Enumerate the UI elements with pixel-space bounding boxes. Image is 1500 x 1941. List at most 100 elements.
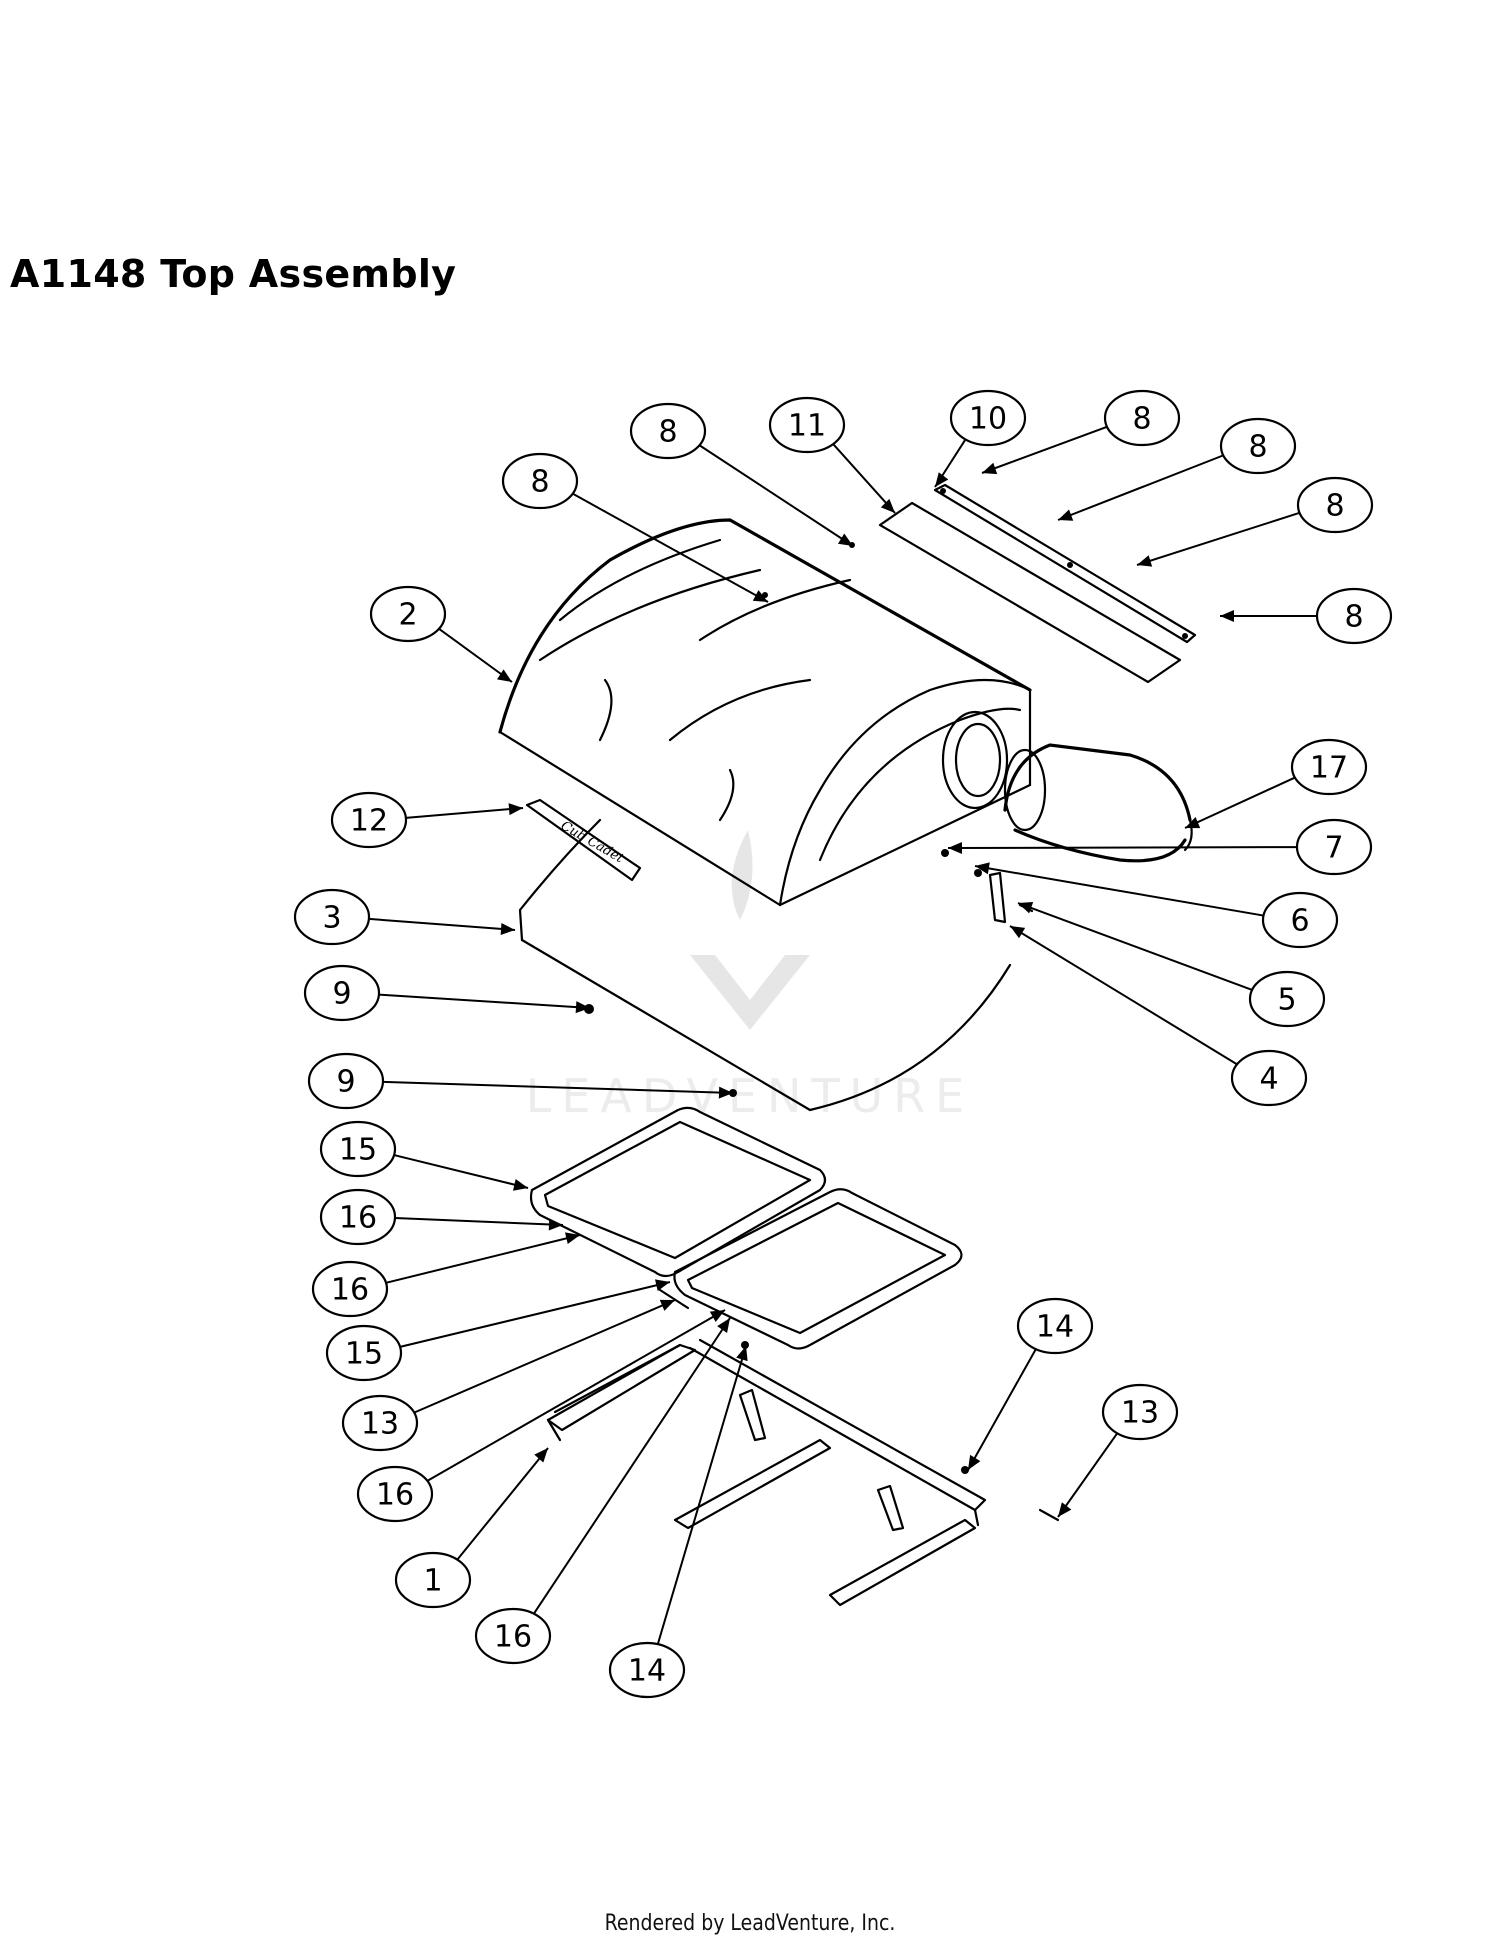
leader-c16d [533,1317,731,1615]
callout-balloon-shape [307,1052,385,1110]
part-11-panel [878,501,1182,684]
callout-c16b[interactable]: 16 [311,1260,389,1318]
leader-c15a [393,1154,529,1189]
callout-number: 15 [345,1337,383,1372]
callout-c5[interactable]: 5 [1248,970,1326,1028]
callout-balloon-shape [1101,1383,1179,1441]
leader-c6 [974,865,1264,917]
callout-c14b[interactable]: 14 [608,1641,686,1699]
leader-c9a [378,993,591,1009]
leader-lines [368,425,1317,1645]
callout-c8d[interactable]: 8 [1219,417,1297,475]
callout-c8e[interactable]: 8 [1296,476,1374,534]
callout-c1[interactable]: 1 [394,1551,472,1609]
callout-c16d[interactable]: 16 [474,1607,552,1665]
callout-balloon-shape [1261,891,1339,949]
leader-c14a [967,1348,1037,1471]
arrowhead-c10 [935,472,949,487]
callout-balloon-shape [629,402,707,460]
callout-number: 16 [331,1273,369,1308]
arrowhead-c16b [564,1232,580,1245]
part-1-base-frame [546,1338,987,1607]
leader-c8d [1057,454,1224,521]
callout-balloon-shape [330,791,408,849]
callout-balloon-shape [768,396,846,454]
leader-c3 [368,917,516,931]
callout-balloon-shape [949,389,1027,447]
watermark: LEADVENTURE [526,830,964,1123]
callout-c8a[interactable]: 8 [629,402,707,460]
leader-c9b [382,1080,734,1094]
arrowhead-c8e [1137,555,1153,567]
decal-text: Cub Cadet [558,818,627,866]
callout-number: 13 [361,1407,399,1442]
callout-c6[interactable]: 6 [1261,891,1339,949]
callout-balloon-shape [1315,587,1393,645]
callout-c17[interactable]: 17 [1290,738,1368,796]
callout-c15a[interactable]: 15 [319,1120,397,1178]
callout-c8c[interactable]: 8 [1103,389,1181,447]
callout-c2[interactable]: 2 [369,585,447,643]
callout-number: 14 [628,1654,666,1689]
callout-c10[interactable]: 10 [949,389,1027,447]
arrowhead-c7 [948,841,963,854]
leader-c16c [426,1309,726,1482]
callout-c9a[interactable]: 9 [303,964,381,1022]
callout-balloon-shape [1219,417,1297,475]
callout-c16a[interactable]: 16 [319,1188,397,1246]
callout-c4[interactable]: 4 [1230,1049,1308,1107]
callout-c15b[interactable]: 15 [325,1324,403,1382]
callout-balloon-shape [1248,970,1326,1028]
hardware-rear [941,849,1034,924]
arrowhead-c8c [982,462,998,475]
callout-balloon-shape [369,585,447,643]
arrowhead-c8d [1058,509,1074,521]
callout-number: 13 [1121,1396,1159,1431]
arrowhead-c15a [513,1179,528,1191]
arrowhead-c6 [975,862,990,875]
arrowhead-c17 [1185,817,1201,829]
part-15-frame-rear [529,1106,827,1278]
leader-c13a [413,1299,676,1414]
callout-balloon-shape [1290,738,1368,796]
part-17-duct [1003,743,1193,863]
leader-c8a [698,444,854,547]
arrowhead-c16d [717,1318,730,1333]
callout-balloon-shape [293,888,371,946]
callout-balloon-shape [1016,1297,1094,1355]
arrowhead-c14b [736,1346,748,1362]
callout-c13b[interactable]: 13 [1101,1383,1179,1441]
leader-c16b [385,1234,581,1284]
callout-c8b[interactable]: 8 [501,452,579,510]
callout-c9b[interactable]: 9 [307,1052,385,1110]
arrowhead-c15b [655,1279,670,1292]
callout-number: 16 [494,1620,532,1655]
callout-number: 11 [788,409,826,444]
callout-balloon-shape [394,1551,472,1609]
callout-number: 3 [322,901,341,936]
part-12-decal: Cub Cadet [525,798,642,882]
callout-c7[interactable]: 7 [1295,818,1373,876]
leader-c12 [405,807,524,819]
leader-c2 [438,627,513,683]
callout-c14a[interactable]: 14 [1016,1297,1094,1355]
callout-number: 15 [339,1133,377,1168]
arrowhead-c11 [880,498,895,513]
callout-c12[interactable]: 12 [330,791,408,849]
callout-balloon-shape [474,1607,552,1665]
arrowhead-c8a [837,533,853,546]
callout-c3[interactable]: 3 [293,888,371,946]
arrowhead-c16a [548,1218,563,1231]
callout-c16c[interactable]: 16 [356,1465,434,1523]
callout-c11[interactable]: 11 [768,396,846,454]
callout-c13a[interactable]: 13 [341,1394,419,1452]
callout-c8f[interactable]: 8 [1315,587,1393,645]
callout-number: 4 [1259,1062,1278,1097]
leader-c4 [1009,925,1238,1066]
callout-number: 10 [969,402,1007,437]
callout-number: 8 [1325,489,1344,524]
leader-c15b [399,1281,671,1348]
part-10-strip [933,483,1197,644]
arrowhead-c12 [508,803,523,816]
